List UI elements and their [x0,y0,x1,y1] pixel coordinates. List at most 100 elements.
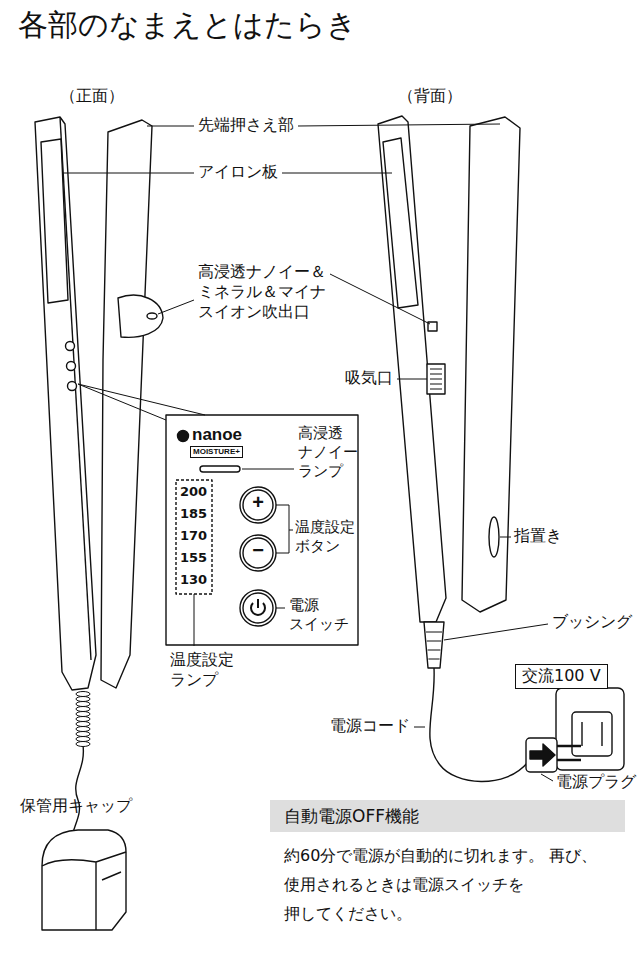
insert-arrow [530,744,555,766]
leader-line [414,727,425,728]
voltage-label: 交流100 V [516,665,607,688]
air-intake [427,364,445,394]
vent-slit [430,384,442,385]
leader-line [276,608,285,609]
part-name: 指置き [514,526,562,546]
storage-cap-edge [42,852,126,930]
leader-line [397,379,427,380]
part-name: 電源プラグ [556,772,636,792]
part-name: アイロン板 [198,162,278,182]
coil-winding [76,697,90,702]
socket-slot [601,722,602,746]
front-iron-plate [41,139,68,303]
coil-winding [76,702,90,707]
leader-line [330,274,430,324]
coil-winding [76,732,90,737]
vent-slit [430,379,442,380]
air-intake-slits [430,369,442,389]
page-title: 各部のなまえとはたらき [18,6,357,44]
coil-winding [76,707,90,712]
plug-prong [556,759,581,762]
view-caption: （正面） [60,86,124,106]
wall-socket [572,712,612,756]
control-panel-inset [166,415,358,645]
leader-line [541,774,553,781]
vent-slit [430,369,442,370]
back-cord [430,668,528,782]
view-caption: （背面） [398,86,462,106]
bushing-ring [426,632,442,633]
leader-line [78,384,205,415]
note-heading: 自動電源OFF機能 [270,800,625,832]
front-outlet-bump [118,295,163,337]
leader-line [444,624,548,640]
bushing-ring [428,650,441,651]
leader-bracket [276,505,293,553]
leader-line [62,173,194,174]
temperature-value: 170 [180,528,207,544]
coil-winding [76,727,90,732]
brand-badge: MOISTURE+ [190,446,243,458]
power-button [243,593,273,623]
front-cord-coil [76,692,90,747]
part-name: 電源コード [330,716,410,736]
leader-line [158,300,194,314]
front-cord [72,745,84,842]
bushing [424,622,444,668]
coil-winding [76,717,90,722]
front-button [67,362,76,371]
part-name: 温度設定 ランプ [170,650,240,690]
note-body: 約60分で電源が自動的に切れます。 再び、使用されるときは電源スイッチを 押して… [270,832,625,938]
part-name: 高浸透ナノイー＆ ミネラル＆マイナ スイオン吹出口 [198,262,338,322]
leader-line [242,469,294,470]
leader-line [147,126,194,127]
plus-button-rim [240,487,276,523]
front-button [66,342,75,351]
leader-line [500,537,511,538]
front-button [68,382,77,391]
nanoe-logo-dot [178,431,189,442]
button-symbol: − [248,540,268,560]
front-edge-line [60,117,91,660]
note-box: 自動電源OFF機能約60分で電源が自動的に切れます。 再び、使用されるときは電源… [270,800,625,938]
plus-button [243,490,273,520]
back-iron-plate [383,138,418,308]
part-name: 保管用キャップ [20,796,132,816]
vent-slit [430,389,442,390]
power-button-rim [240,590,276,626]
coil-winding [76,722,90,727]
part-name: ブッシング [552,612,632,632]
temperature-value: 185 [180,506,207,522]
coil-winding [76,712,90,717]
plug-prong [556,745,581,748]
part-name: 電源 スイッチ [289,596,355,634]
button-symbol: + [248,492,268,512]
temperature-lamp-bracket [176,480,212,594]
leader-line [282,173,392,174]
temperature-value: 130 [180,572,207,588]
bushing-ring [428,659,439,660]
part-name: 高浸透 ナノイー ランプ [298,424,354,480]
storage-cap-slit [102,872,121,880]
coil-winding [76,742,90,747]
vent-slit [430,374,442,375]
part-name: 先端押さえ部 [198,115,294,135]
bushing-ring [427,641,441,642]
leader-line [298,124,500,126]
front-outlet-hole [147,313,157,319]
front-lower-arm [35,117,96,690]
coil-winding [76,692,90,697]
bushing-rings [426,632,442,659]
minus-button [243,538,273,568]
back-upper-arm [462,117,520,612]
leader-line [194,594,195,646]
part-name: 温度設定 ボタン [295,518,357,556]
wall-outlet-plate [556,688,624,770]
minus-button-rim [240,535,276,571]
storage-cap [42,830,126,930]
voltage-box: 交流100 V [515,664,608,689]
socket-slot [581,722,582,746]
part-name: 吸気口 [345,368,393,388]
temperature-value: 155 [180,550,207,566]
brand-logo: nanoe [192,424,242,445]
